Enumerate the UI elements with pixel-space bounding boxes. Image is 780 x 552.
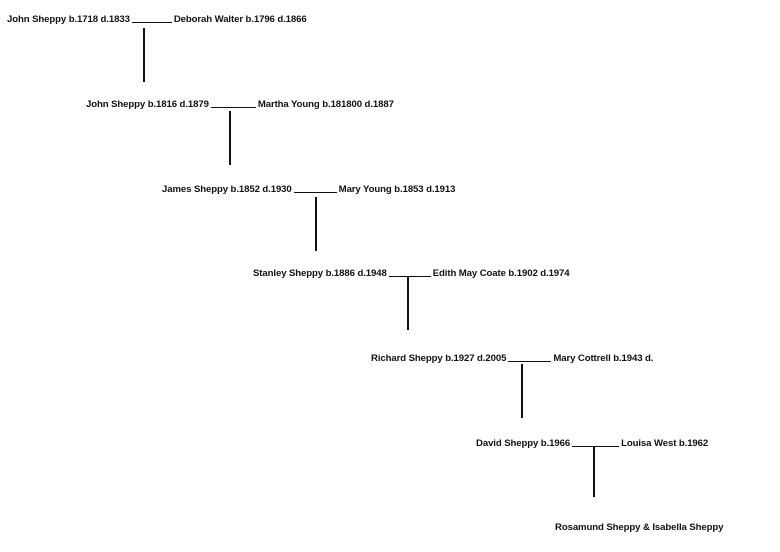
descent-line	[407, 277, 409, 330]
marriage-line	[131, 22, 172, 23]
descent-line	[521, 364, 523, 418]
spouse-name: Martha Young b.181800 d.1887	[257, 99, 394, 110]
spouse-name: Edith May Coate b.1902 d.1974	[432, 268, 570, 279]
marriage-line	[388, 276, 431, 277]
descent-line	[229, 111, 231, 165]
person-name: John Sheppy b.1718 d.1833	[7, 14, 130, 25]
marriage-line	[508, 361, 552, 362]
generation-4-couple: Stanley Sheppy b.1886 d.1948 Edith May C…	[253, 268, 570, 279]
person-name: Richard Sheppy b.1927 d.2005	[371, 353, 507, 364]
generation-3-couple: James Sheppy b.1852 d.1930 Mary Young b.…	[162, 184, 455, 195]
spouse-name: Mary Young b.1853 d.1913	[338, 184, 456, 195]
generation-1-couple: John Sheppy b.1718 d.1833 Deborah Walter…	[7, 14, 307, 25]
descent-line	[315, 197, 317, 251]
generation-6-couple: David Sheppy b.1966 Louisa West b.1962	[476, 438, 708, 449]
generation-7-children: Rosamund Sheppy & Isabella Sheppy	[555, 522, 723, 533]
person-name: James Sheppy b.1852 d.1930	[162, 184, 292, 195]
marriage-line	[210, 107, 256, 108]
spouse-name: Deborah Walter b.1796 d.1866	[173, 14, 307, 25]
descent-line	[593, 447, 595, 497]
person-name: David Sheppy b.1966	[476, 438, 571, 449]
person-name: Stanley Sheppy b.1886 d.1948	[253, 268, 387, 279]
marriage-line	[572, 446, 620, 447]
spouse-name: Mary Cottrell b.1943 d.	[553, 353, 654, 364]
marriage-line	[293, 192, 337, 193]
generation-2-couple: John Sheppy b.1816 d.1879 Martha Young b…	[86, 99, 394, 110]
descent-line	[143, 28, 145, 82]
person-name: John Sheppy b.1816 d.1879	[86, 99, 209, 110]
children-names: Rosamund Sheppy & Isabella Sheppy	[555, 522, 724, 533]
generation-5-couple: Richard Sheppy b.1927 d.2005 Mary Cottre…	[371, 353, 653, 364]
spouse-name: Louisa West b.1962	[621, 438, 709, 449]
